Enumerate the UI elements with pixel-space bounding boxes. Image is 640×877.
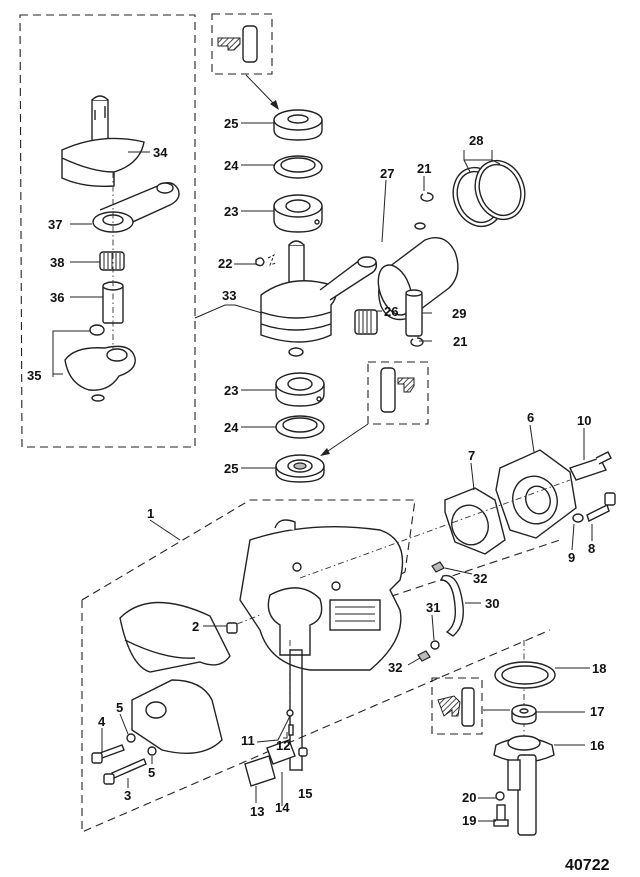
cover-screw-part: [298, 747, 308, 757]
upper-seal-detail-inset: [211, 13, 273, 75]
callout-24b: 24: [224, 420, 239, 435]
callout-21b: 21: [453, 334, 467, 349]
lower-seal-detail-inset: [367, 361, 429, 425]
callout-13: 13: [250, 804, 264, 819]
reed-cover-part: [266, 739, 296, 765]
callout-28: 28: [469, 133, 483, 148]
intake-housing-part: [119, 601, 231, 755]
lower-oil-seal-part: [275, 454, 325, 483]
callout-5b: 5: [148, 765, 155, 780]
end-cap-gasket-part: [494, 661, 556, 689]
upper-crank-half-part: [61, 95, 145, 188]
callout-7: 7: [468, 448, 475, 463]
callout-9: 9: [568, 550, 575, 565]
long-screw-part: [103, 758, 147, 785]
spark-plug-part: [569, 451, 612, 481]
callout-8: 8: [588, 541, 595, 556]
callout-15: 15: [298, 786, 312, 801]
callout-6: 6: [527, 410, 534, 425]
callout-32a: 32: [473, 571, 487, 586]
hose-clamp-lower-part: [417, 650, 431, 662]
callout-16: 16: [590, 738, 604, 753]
callout-14: 14: [275, 800, 290, 815]
figure-id: 40722: [565, 857, 610, 874]
callout-3: 3: [124, 788, 131, 803]
cylinder-head-part: [495, 449, 577, 539]
upper-bearing-ring-part: [273, 155, 323, 179]
piston-pin-part: [405, 289, 423, 337]
washer-part: [572, 513, 584, 523]
callout-17: 17: [590, 704, 604, 719]
callout-27: 27: [380, 166, 394, 181]
woodruff-key-part: [255, 257, 265, 267]
check-valve-part: [430, 640, 440, 650]
lower-end-cap-part: [493, 735, 555, 836]
piston-rings-part: [452, 159, 526, 228]
callout-38: 38: [50, 255, 64, 270]
upper-ball-bearing-part: [273, 194, 323, 233]
callout-4: 4: [98, 714, 106, 729]
lower-crank-half-part: [64, 324, 136, 402]
callout-36: 36: [50, 290, 64, 305]
callout-23a: 23: [224, 204, 238, 219]
rod-needle-bearing-part: [99, 251, 125, 271]
callout-26: 26: [384, 304, 398, 319]
callout-30: 30: [485, 596, 499, 611]
end-cap-screw-part: [493, 804, 509, 827]
callout-34: 34: [153, 145, 168, 160]
crankshaft-assembly-part: [260, 240, 378, 357]
callout-21a: 21: [417, 161, 431, 176]
callout-31: 31: [426, 600, 440, 615]
nut-part-lower: [147, 746, 157, 756]
spring-part: [288, 724, 294, 736]
callout-24a: 24: [224, 158, 239, 173]
callout-2: 2: [192, 619, 199, 634]
callout-1: 1: [147, 506, 154, 521]
end-cap-seal-inset: [431, 677, 483, 735]
callout-5a: 5: [116, 700, 123, 715]
check-ball-part: [286, 709, 294, 717]
piston-pin-retainer-lower-part: [410, 337, 424, 347]
piston-part: [377, 222, 459, 321]
callout-18: 18: [592, 661, 606, 676]
dowel-pin-part: [226, 622, 238, 634]
screw-part: [91, 744, 125, 764]
crankcase-part: [239, 519, 404, 771]
lockwasher-part: [495, 791, 505, 801]
needle-bearing-part: [354, 309, 378, 335]
callout-37: 37: [48, 217, 62, 232]
connecting-rod-part: [92, 182, 180, 233]
piston-pin-retainer-upper-part: [420, 192, 434, 202]
lower-bearing-ring-part: [275, 415, 325, 439]
callout-19: 19: [462, 813, 476, 828]
callout-32b: 32: [388, 660, 402, 675]
nut-part-upper: [126, 733, 136, 743]
hose-clamp-upper-part: [431, 561, 445, 573]
crankshaft-detail-border: [19, 14, 196, 448]
bleed-hose-part: [439, 574, 464, 637]
callout-35: 35: [27, 368, 41, 383]
lower-oil-seal-17-part: [511, 704, 537, 725]
callout-29: 29: [452, 306, 466, 321]
upper-oil-seal-part: [273, 109, 323, 141]
callout-33: 33: [222, 288, 236, 303]
callout-25a: 25: [224, 116, 238, 131]
reed-plate-gasket-part: [244, 755, 276, 787]
callout-25b: 25: [224, 461, 238, 476]
callout-22: 22: [218, 256, 232, 271]
lower-ball-bearing-part: [275, 372, 325, 407]
callout-20: 20: [462, 790, 476, 805]
head-bolt-part: [586, 492, 616, 522]
callout-10: 10: [577, 413, 591, 428]
callout-11: 11: [241, 733, 255, 748]
callout-23b: 23: [224, 383, 238, 398]
head-gasket-part: [444, 487, 506, 555]
callout-12: 12: [276, 738, 290, 753]
